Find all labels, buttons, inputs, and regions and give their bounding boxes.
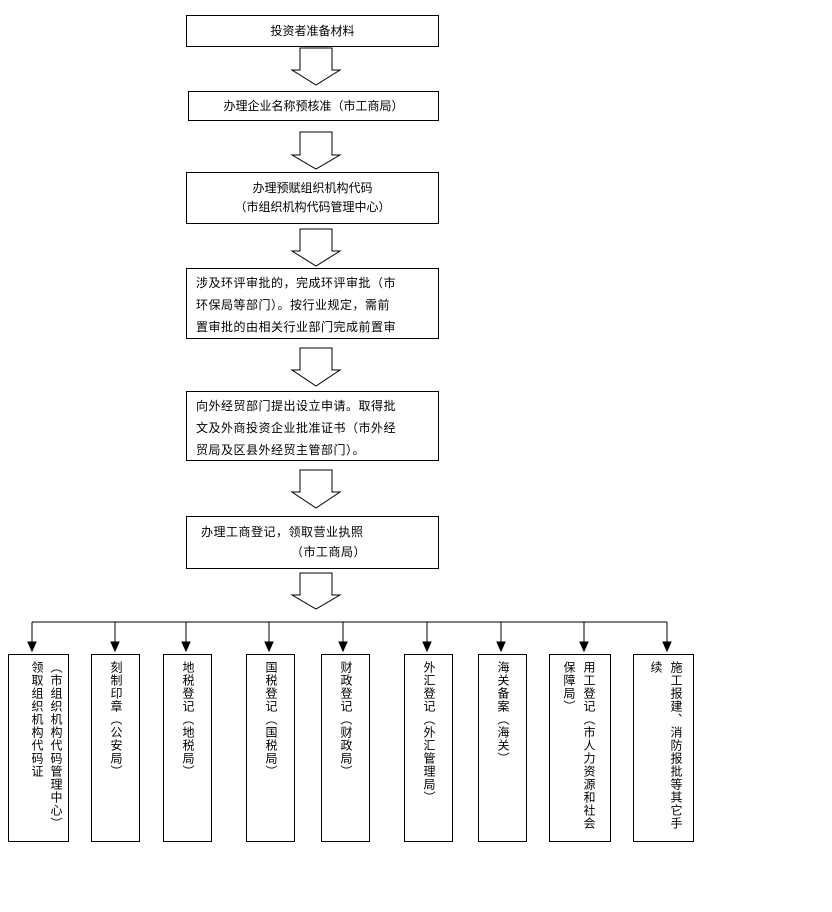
step-text: 投资者准备材料 xyxy=(270,24,355,38)
step-prepare-materials: 投资者准备材料 xyxy=(186,15,439,47)
step-business-registration: 办理工商登记，领取营业执照 （市工商局） xyxy=(186,516,439,569)
branch-text-col1: （市组织机构代码管理中心） xyxy=(49,661,63,830)
flow-arrow-2 xyxy=(290,131,342,170)
step-text-line2: （市组织机构代码管理中心） xyxy=(234,200,391,214)
step-text-line3: 贸局及区县外经贸主管部门）。 xyxy=(196,443,366,457)
branch-employment: 用工登记（市人力资源和社会 保障局） xyxy=(549,654,611,842)
branch-text-col2: 领取组织机构代码证 xyxy=(30,661,44,778)
step-text-line1: 涉及环评审批的，完成环评审批（市 xyxy=(196,276,397,290)
branch-finance: 财政登记（财政局） xyxy=(321,654,370,842)
branch-text-col1: 地税登记（地税局） xyxy=(181,661,195,778)
branch-text-col1: 外汇登记（外汇管理局） xyxy=(422,661,436,804)
branch-org-code-certificate: （市组织机构代码管理中心） 领取组织机构代码证 xyxy=(8,654,69,842)
branch-national-tax: 国税登记（国税局） xyxy=(246,654,295,842)
step-environmental-approval: 涉及环评审批的，完成环评审批（市 环保局等部门）。按行业规定，需前 置审批的由相… xyxy=(186,268,439,339)
branch-text-col2: 续 xyxy=(649,661,663,674)
step-org-code: 办理预赋组织机构代码 （市组织机构代码管理中心） xyxy=(186,172,439,224)
flow-arrow-6 xyxy=(290,572,342,610)
step-text-line2: （市工商局） xyxy=(291,545,367,559)
step-text-line1: 办理预赋组织机构代码 xyxy=(252,181,373,195)
step-text-line3: 置审批的由相关行业部门完成前置审 xyxy=(196,320,397,334)
step-name-approval: 办理企业名称预核准（市工商局） xyxy=(188,91,439,121)
branch-local-tax: 地税登记（地税局） xyxy=(163,654,212,842)
branch-text-col1: 施工报建、消防报批等其它手 xyxy=(669,661,683,830)
branch-text-col1: 财政登记（财政局） xyxy=(339,661,353,778)
branch-construction: 施工报建、消防报批等其它手 续 xyxy=(633,654,694,842)
step-text-line2: 文及外商投资企业批准证书（市外经 xyxy=(196,421,397,435)
step-text-line2: 环保局等部门）。按行业规定，需前 xyxy=(196,298,391,312)
step-text: 办理企业名称预核准（市工商局） xyxy=(223,99,404,113)
branch-foreign-exchange: 外汇登记（外汇管理局） xyxy=(404,654,453,842)
flow-arrow-5 xyxy=(290,469,342,509)
step-establishment-application: 向外经贸部门提出设立申请。取得批 文及外商投资企业批准证书（市外经 贸局及区县外… xyxy=(186,391,439,461)
branch-text-col2: 保障局） xyxy=(562,661,576,713)
branch-seal-engraving: 刻制印章（公安局） xyxy=(91,654,140,842)
flow-arrow-1 xyxy=(290,47,342,86)
branch-text-col1: 海关备案（海关） xyxy=(496,661,510,765)
flow-arrow-4 xyxy=(290,347,342,387)
branch-text-col1: 国税登记（国税局） xyxy=(264,661,278,778)
step-text-line1: 办理工商登记，领取营业执照 xyxy=(201,525,364,539)
branch-text-col1: 用工登记（市人力资源和社会 xyxy=(582,661,596,830)
step-text-line1: 向外经贸部门提出设立申请。取得批 xyxy=(196,399,397,413)
branch-drops xyxy=(27,622,672,653)
branch-text-col1: 刻制印章（公安局） xyxy=(109,661,123,778)
flow-arrow-3 xyxy=(290,228,342,267)
branch-customs: 海关备案（海关） xyxy=(478,654,527,842)
